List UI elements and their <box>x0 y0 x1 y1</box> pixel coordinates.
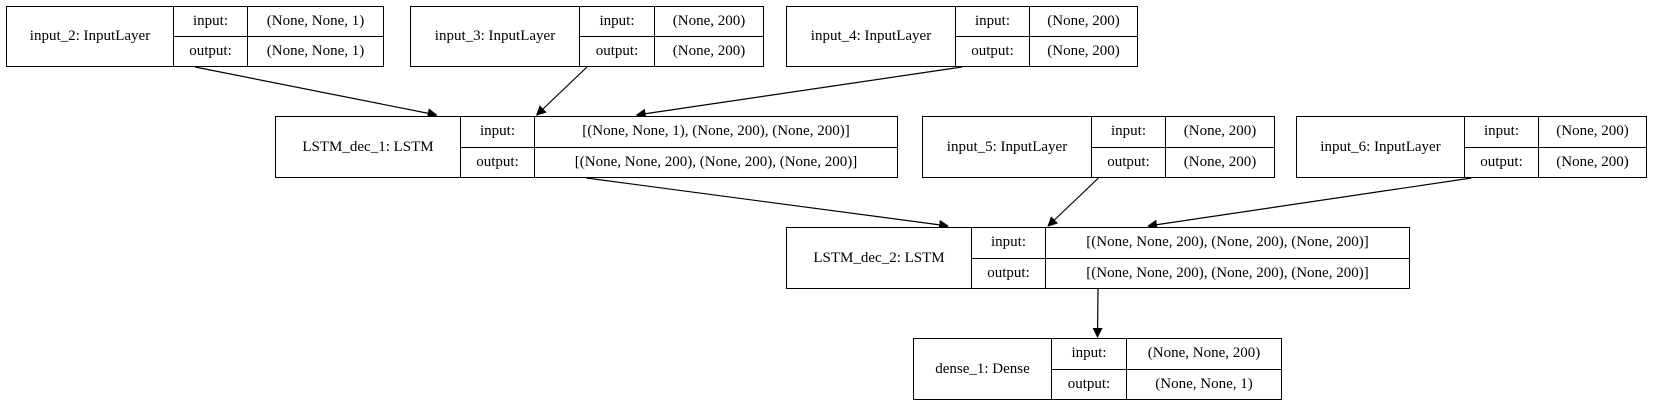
layer-name: LSTM_dec_1: LSTM <box>276 117 461 177</box>
layer-node-input-3: input_3: InputLayer input: output: (None… <box>410 6 764 67</box>
input-shape: (None, None, 200) <box>1127 339 1281 370</box>
output-shape: [(None, None, 200), (None, 200), (None, … <box>574 153 858 170</box>
output-label: output: <box>476 153 519 170</box>
input-label: input: <box>174 7 247 37</box>
edge-lstm_dec_2-to-dense_1 <box>1092 288 1103 338</box>
layer-name: input_5: InputLayer <box>923 117 1092 177</box>
input-label: input: <box>956 7 1029 37</box>
layer-node-input-6: input_6: InputLayer input: output: (None… <box>1296 116 1647 178</box>
input-label: input: <box>461 117 534 148</box>
layer-name: input_6: InputLayer <box>1297 117 1465 177</box>
output-label: output: <box>1067 375 1111 392</box>
layer-node-input-5: input_5: InputLayer input: output: (None… <box>922 116 1275 178</box>
output-label: output: <box>971 43 1014 59</box>
layer-node-lstm-dec-1: LSTM_dec_1: LSTM input: output: [(None, … <box>275 116 898 178</box>
layer-node-dense-1: dense_1: Dense input: output: (None, Non… <box>913 338 1282 400</box>
output-label: output: <box>189 43 232 59</box>
layer-node-lstm-dec-2: LSTM_dec_2: LSTM input: output: [(None, … <box>786 227 1410 289</box>
edge-input_2-to-lstm_dec_1 <box>194 66 438 119</box>
edge-input_3-to-lstm_dec_1 <box>535 66 588 116</box>
output-shape: (None, 200) <box>1556 153 1629 170</box>
edge-input_5-to-lstm_dec_2 <box>1047 177 1099 227</box>
input-shape: [(None, None, 200), (None, 200), (None, … <box>1046 228 1409 259</box>
output-shape: (None, 200) <box>1047 43 1120 59</box>
output-label: output: <box>1107 153 1150 170</box>
output-shape: (None, None, 1) <box>266 43 365 59</box>
layer-name: dense_1: Dense <box>914 339 1052 399</box>
input-label: input: <box>1092 117 1165 148</box>
input-label: input: <box>580 7 654 37</box>
output-shape: [(None, None, 200), (None, 200), (None, … <box>1086 264 1369 281</box>
input-shape: (None, None, 1) <box>248 7 383 37</box>
input-shape: (None, 200) <box>1166 117 1274 148</box>
input-shape: (None, 200) <box>655 7 763 37</box>
input-shape: (None, 200) <box>1030 7 1137 37</box>
input-label: input: <box>1052 339 1126 370</box>
edge-input_6-to-lstm_dec_2 <box>1147 177 1472 230</box>
output-shape: (None, 200) <box>1183 153 1257 170</box>
output-label: output: <box>1480 153 1523 170</box>
output-shape: (None, 200) <box>672 43 746 59</box>
input-label: input: <box>1465 117 1538 148</box>
layer-name: input_2: InputLayer <box>7 7 174 66</box>
edge-lstm_dec_1-to-lstm_dec_2 <box>586 177 950 230</box>
output-label: output: <box>595 43 639 59</box>
output-label: output: <box>987 264 1030 281</box>
edge-input_4-to-lstm_dec_1 <box>635 66 963 119</box>
input-shape: (None, 200) <box>1539 117 1646 148</box>
layer-node-input-4: input_4: InputLayer input: output: (None… <box>786 6 1138 67</box>
input-label: input: <box>972 228 1045 259</box>
layer-name: input_4: InputLayer <box>787 7 956 66</box>
input-shape: [(None, None, 1), (None, 200), (None, 20… <box>535 117 897 148</box>
layer-name: input_3: InputLayer <box>411 7 580 66</box>
layer-node-input-2: input_2: InputLayer input: output: (None… <box>6 6 384 67</box>
layer-name: LSTM_dec_2: LSTM <box>787 228 972 288</box>
output-shape: (None, None, 1) <box>1155 375 1253 392</box>
